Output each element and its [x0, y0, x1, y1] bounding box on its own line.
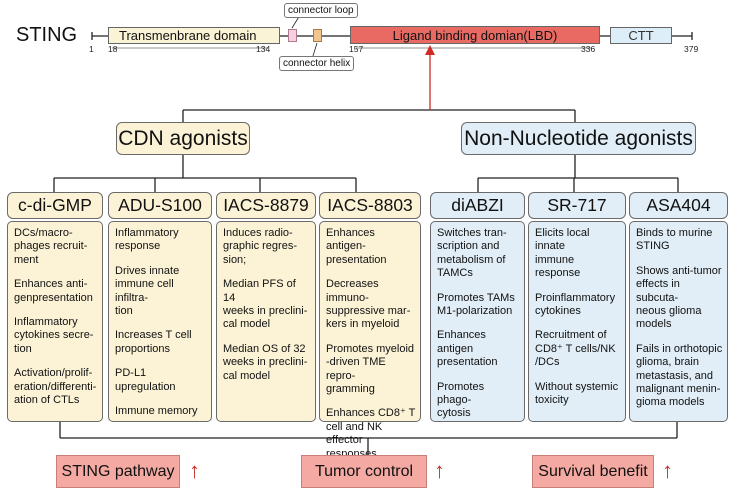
ligand-binding-domain: Ligand binding domian(LBD)	[350, 26, 600, 44]
agent-header-sr-717: SR-717	[528, 192, 626, 219]
sting-label: STING	[16, 24, 78, 46]
position-1: 1	[89, 44, 94, 54]
agent-header-adu-s100: ADU-S100	[108, 192, 212, 219]
connector-loop-domain	[288, 29, 297, 42]
up-arrow-icon: ↑	[662, 458, 673, 483]
effect-item: Activation/prolif-eration/differenti-ati…	[14, 367, 97, 407]
outcome-survival-benefit: Survival benefit	[532, 455, 654, 488]
effect-item: Promotes myeloid-driven TME repro-grammi…	[326, 342, 415, 396]
connector-helix-label: connector helix	[279, 56, 355, 71]
connector-helix-domain	[313, 29, 322, 42]
up-arrow-icon: ↑	[434, 458, 445, 483]
position-18: 18	[108, 44, 118, 54]
position-379: 379	[684, 44, 699, 54]
agent-header-iacs-8879: IACS-8879	[216, 192, 316, 219]
effect-item: Enhances anti-genpresentation	[14, 278, 93, 304]
effect-item: Promotes phago-cytosis	[437, 380, 485, 420]
up-arrow-icon: ↑	[189, 458, 200, 483]
connector-loop-label: connector loop	[284, 3, 358, 18]
agent-header-diabzi: diABZI	[430, 192, 525, 219]
position-336: 336	[581, 44, 596, 54]
agent-header-iacs-8803: IACS-8803	[319, 192, 421, 219]
effect-item: Immune memory	[115, 405, 198, 418]
effect-item: Decreases immuno-suppressive mar-kers in…	[326, 278, 411, 331]
effect-item: PD-L1 upregulation	[115, 367, 176, 393]
position-157: 157	[349, 44, 364, 54]
position-134: 134	[256, 44, 271, 54]
cdn-agonists-header: CDN agonists	[116, 122, 250, 155]
effect-item: Enhances antigen-presentation	[326, 227, 387, 266]
outcome-tumor-control: Tumor control	[301, 455, 427, 488]
effect-item: DCs/macro-phages recruit-ment	[14, 227, 88, 266]
effect-item: Induces radio-graphic regres-sion;	[223, 227, 297, 266]
agent-effects-iacs-8879: Induces radio-graphic regres-sion; Median…	[216, 221, 316, 422]
agent-header-c-di-gmp: c-di-GMP	[7, 192, 103, 219]
outcome-sting-pathway: STING pathway	[56, 455, 180, 488]
agent-header-asa404: ASA404	[629, 192, 728, 219]
transmembrane-domain: Transmenbrane domain	[108, 27, 280, 44]
ctt-domain: CTT	[610, 27, 672, 44]
non-nucleotide-agonists-header: Non-Nucleotide agonists	[461, 122, 696, 155]
